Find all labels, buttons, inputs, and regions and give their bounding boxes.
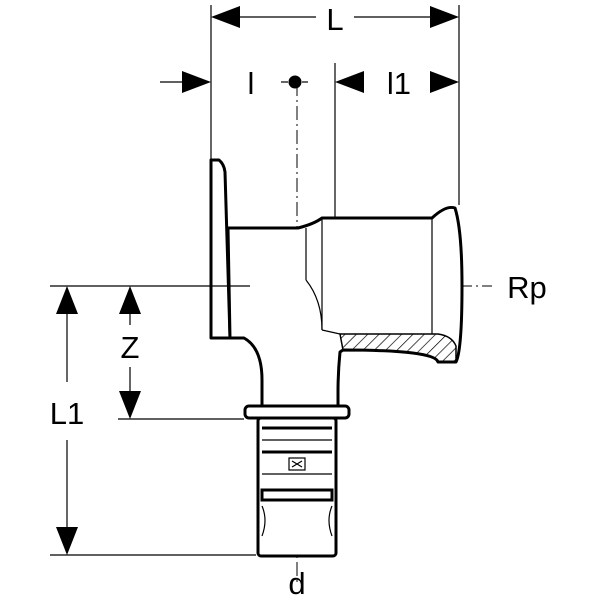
label-Z: Z <box>121 330 140 365</box>
thread-hatching <box>339 333 457 363</box>
dimension-l: l <box>160 66 308 101</box>
sleeve-bulge <box>261 505 333 537</box>
label-l: l <box>248 66 255 101</box>
fitting-body <box>209 158 464 558</box>
press-sleeve <box>256 416 338 558</box>
dimension-L1: L1 <box>50 286 84 555</box>
arrow-l <box>182 71 211 93</box>
sleeve-groove <box>260 488 334 502</box>
arrow-L1-bottom <box>56 527 78 555</box>
dimension-L: L <box>210 2 460 205</box>
bore-transition <box>305 279 323 331</box>
arrow-L1-top <box>56 286 78 314</box>
arrow-Z-top <box>119 286 141 314</box>
arrow-Z-bottom <box>119 391 141 419</box>
label-L1: L1 <box>50 396 84 431</box>
label-L: L <box>326 2 343 37</box>
inspection-mark-b <box>291 460 303 468</box>
label-Rp: Rp <box>507 270 547 305</box>
press-collar <box>243 404 351 420</box>
label-d: d <box>288 566 305 600</box>
sleeve-outline <box>256 416 338 558</box>
arrow-L-right <box>430 6 459 28</box>
dimension-Z: Z <box>119 286 141 419</box>
center-point-marker <box>288 75 302 89</box>
dimension-l1: l1 <box>334 63 459 228</box>
label-l1: l1 <box>387 66 411 101</box>
arrow-l1-left <box>335 71 364 93</box>
thread-start <box>321 329 341 335</box>
elbow-body <box>226 206 464 408</box>
arrow-l1-right <box>430 71 459 93</box>
arrow-L-left <box>211 6 240 28</box>
